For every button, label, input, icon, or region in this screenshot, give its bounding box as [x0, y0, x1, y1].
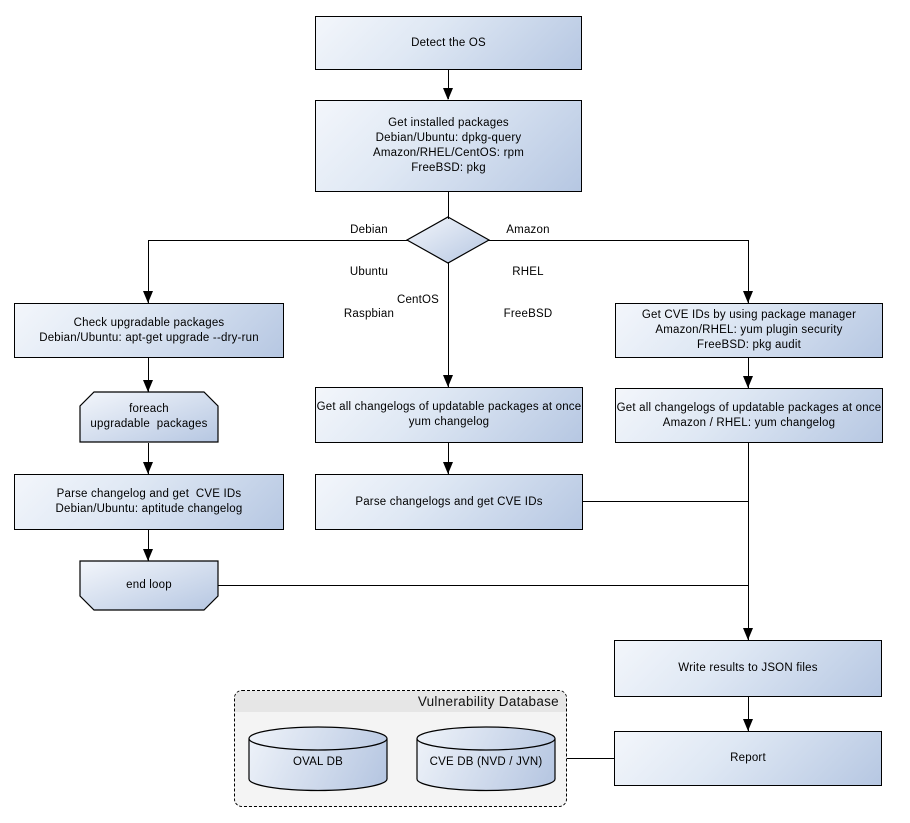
arrowhead	[443, 375, 453, 387]
node-text-line: Get all changelogs of updatable packages…	[316, 401, 582, 413]
node-get-cve-ids-pkg-manager: Get CVE IDs by using package manager Ama…	[615, 303, 883, 358]
node-text-line: Amazon / RHEL: yum changelog	[662, 416, 836, 429]
node-text-line: Amazon/RHEL/CentOS: rpm	[373, 147, 524, 159]
connector-line	[148, 240, 150, 303]
node-text-line: Get all changelogs of updatable packages…	[616, 401, 882, 414]
connector-line	[448, 443, 450, 474]
foreach-loop-shape	[79, 391, 219, 443]
vulnerability-database-title: Vulnerability Database	[235, 691, 566, 712]
node-get-changelogs-centos: Get all changelogs of updatable packages…	[315, 387, 583, 443]
connector-line	[218, 585, 748, 587]
node-parse-changelog-apt: Parse changelog and get CVE IDs Debian/U…	[14, 474, 284, 530]
edge-label-line: Ubuntu	[349, 266, 389, 278]
node-text-line: Debian/Ubuntu: dpkg-query	[375, 132, 522, 144]
node-text-line: end loop	[126, 579, 172, 591]
node-text-line: FreeBSD: pkg audit	[697, 339, 801, 351]
node-text-line: Parse changelog and get CVE IDs	[56, 488, 242, 500]
connector-line	[488, 240, 748, 242]
os-decision-diamond	[406, 216, 490, 264]
node-text-line: Get CVE IDs by using package manager	[641, 309, 857, 321]
node-text-line: Parse changelogs and get CVE IDs	[355, 495, 543, 508]
connector-line	[448, 192, 450, 219]
arrowhead	[143, 380, 153, 392]
arrowhead	[143, 291, 153, 303]
node-get-changelogs-amazon-rhel: Get all changelogs of updatable packages…	[615, 388, 883, 443]
connector-line	[148, 240, 408, 242]
arrowhead	[443, 462, 453, 474]
edge-label-line: Raspbian	[343, 308, 395, 320]
node-end-loop: end loop	[79, 560, 219, 611]
edge-label-line: Debian	[350, 224, 388, 236]
node-text-line: Check upgradable packages	[73, 316, 225, 329]
node-text-line: Debian/Ubuntu: apt-get upgrade --dry-run	[39, 331, 259, 344]
node-text-line: Amazon/RHEL: yum plugin security	[655, 324, 843, 336]
connector-line	[148, 358, 150, 392]
node-text-line: Debian/Ubuntu: aptitude changelog	[55, 503, 243, 515]
oval-db-label: OVAL DB	[293, 756, 343, 768]
node-foreach-loop-start: foreach upgradable packages	[79, 391, 219, 443]
node-report: Report	[614, 731, 882, 786]
arrowhead	[743, 628, 753, 640]
node-text-line: upgradable packages	[90, 418, 208, 430]
edge-label-centos-branch: CentOS	[378, 265, 458, 335]
cve-db-label: CVE DB (NVD / JVN)	[429, 756, 543, 768]
node-text-line: Detect the OS	[411, 36, 486, 49]
connector-line	[748, 358, 750, 388]
connector-line	[148, 443, 150, 474]
edge-label-debian-branch: Debian Ubuntu Raspbian	[329, 195, 409, 349]
end-loop-shape	[79, 560, 219, 611]
connector-line	[567, 758, 614, 760]
edge-label-line: RHEL	[512, 266, 544, 278]
cve-db-cylinder	[416, 726, 556, 792]
edge-label-line: FreeBSD	[503, 308, 553, 320]
node-text-line: foreach	[129, 403, 169, 415]
connector-line	[148, 530, 150, 561]
connector-line	[448, 70, 450, 99]
node-text-line: yum changelog	[408, 416, 490, 428]
node-parse-changelogs-centos: Parse changelogs and get CVE IDs	[315, 474, 583, 530]
connector-line	[748, 443, 750, 640]
node-get-installed-packages: Get installed packages Debian/Ubuntu: dp…	[315, 100, 582, 192]
arrowhead	[743, 719, 753, 731]
arrowhead	[443, 88, 453, 100]
oval-db-cylinder	[248, 726, 388, 792]
edge-label-line: Amazon	[506, 224, 550, 236]
arrowhead	[143, 549, 153, 561]
arrowhead	[743, 376, 753, 388]
edge-label-amazon-branch: Amazon RHEL FreeBSD	[488, 195, 568, 349]
node-text-line: FreeBSD: pkg	[411, 162, 486, 174]
node-text-line: Write results to JSON files	[678, 662, 818, 674]
edge-label-line: CentOS	[396, 294, 440, 306]
node-text-line: Report	[730, 752, 766, 764]
arrowhead	[743, 291, 753, 303]
arrowhead	[143, 462, 153, 474]
node-text-line: Get installed packages	[388, 117, 509, 129]
node-check-upgradable-packages: Check upgradable packages Debian/Ubuntu:…	[14, 303, 284, 358]
connector-line	[748, 240, 750, 303]
node-detect-os: Detect the OS	[315, 16, 582, 70]
connector-line	[583, 501, 748, 503]
connector-line	[448, 262, 450, 387]
node-write-results-json: Write results to JSON files	[614, 640, 882, 697]
connector-line	[748, 697, 750, 731]
